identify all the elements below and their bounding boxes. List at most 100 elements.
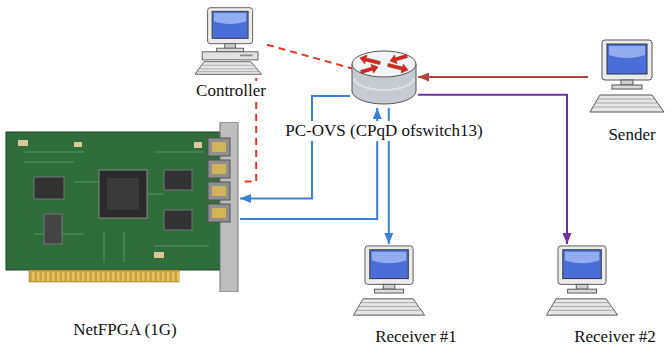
icon-part [62,272,65,281]
icon-part [198,65,259,71]
icon-part [370,250,408,279]
icon-part [42,272,45,281]
icon-part [214,13,246,24]
icon-part [32,272,35,281]
icon-part [212,11,248,38]
icon-part [44,214,62,244]
icon-part [57,272,60,281]
icon-part [372,252,407,264]
icon-part [602,40,652,80]
icon-part [350,244,430,319]
icon-part [137,272,140,281]
icon-part [558,246,606,284]
icon-part [117,272,120,281]
icon-part [6,132,220,270]
icon-part [24,152,209,262]
icon-part [122,272,125,281]
node-label: Controller [194,81,268,101]
netfpga-card: NetFPGA (1G) [4,122,240,292]
icon-part [107,272,110,281]
control-link [267,45,354,69]
icon-part [162,272,165,281]
icon-part [107,178,139,210]
icon-part [112,272,115,281]
icon-part [563,250,601,279]
icon-part [172,272,175,281]
icon-part [621,80,633,85]
icon-part [18,140,28,146]
icon-part [549,303,613,311]
icon-part [612,85,642,89]
icon-part [375,289,404,293]
icon-part [77,272,80,281]
receiver-computer: Receiver #1 [350,244,430,319]
icon-part [177,272,180,281]
node-label: Receiver #1 [373,327,459,347]
icon-part [195,4,267,78]
icon-part [157,272,160,281]
icon-part [4,122,240,292]
icon-part [212,208,226,218]
node-label: Receiver #2 [572,327,658,347]
icon-part [240,55,253,57]
icon-part [212,142,226,152]
icon-part [568,289,597,293]
receiver-computer: Receiver #2 [543,244,623,319]
icon-part [388,63,408,73]
icon-part [167,272,170,281]
icon-part [360,55,408,74]
icon-part [164,170,192,190]
icon-part [593,99,660,107]
icon-part [590,95,664,112]
icon-part [154,252,164,258]
icon-part [588,38,668,116]
icon-part [609,46,645,58]
icon-part [360,55,380,65]
icon-part [350,48,418,108]
data-link [418,76,588,78]
icon-part [543,244,623,319]
icon-part [365,246,413,284]
controller-computer: Controller [195,4,267,78]
icon-part [97,272,100,281]
icon-part [565,252,600,264]
icon-part [34,177,64,199]
icon-part [29,270,179,282]
icon-part [152,272,155,281]
icon-part [82,272,85,281]
icon-part [354,78,414,90]
icon-part [194,142,202,148]
icon-part [102,272,105,281]
sender-computer: Sender [588,38,668,116]
switch-router: PC-OVS (CPqD ofswitch13) [350,48,418,108]
icon-part [92,272,95,281]
icon-part [142,272,145,281]
icon-part [147,272,150,281]
icon-part [202,52,258,60]
icon-part [37,272,40,281]
icon-part [47,272,50,281]
icon-part [87,272,90,281]
node-label: NetFPGA (1G) [71,320,178,340]
icon-part [212,164,226,174]
icon-part [52,272,55,281]
icon-part [576,284,588,289]
node-label: Sender [606,125,657,145]
icon-part [208,8,253,44]
icon-part [383,284,395,289]
icon-part [208,138,230,156]
icon-part [390,55,408,64]
data-link [240,96,350,199]
icon-part [546,299,617,315]
icon-part [195,62,262,75]
node-label: PC-OVS (CPqD ofswitch13) [283,121,484,141]
icon-part [353,299,424,315]
icon-part [356,303,420,311]
icon-part [127,272,130,281]
icon-part [208,204,230,222]
icon-part [361,64,379,73]
icon-part [99,170,147,218]
icon-part [352,51,416,77]
icon-part [74,142,82,147]
